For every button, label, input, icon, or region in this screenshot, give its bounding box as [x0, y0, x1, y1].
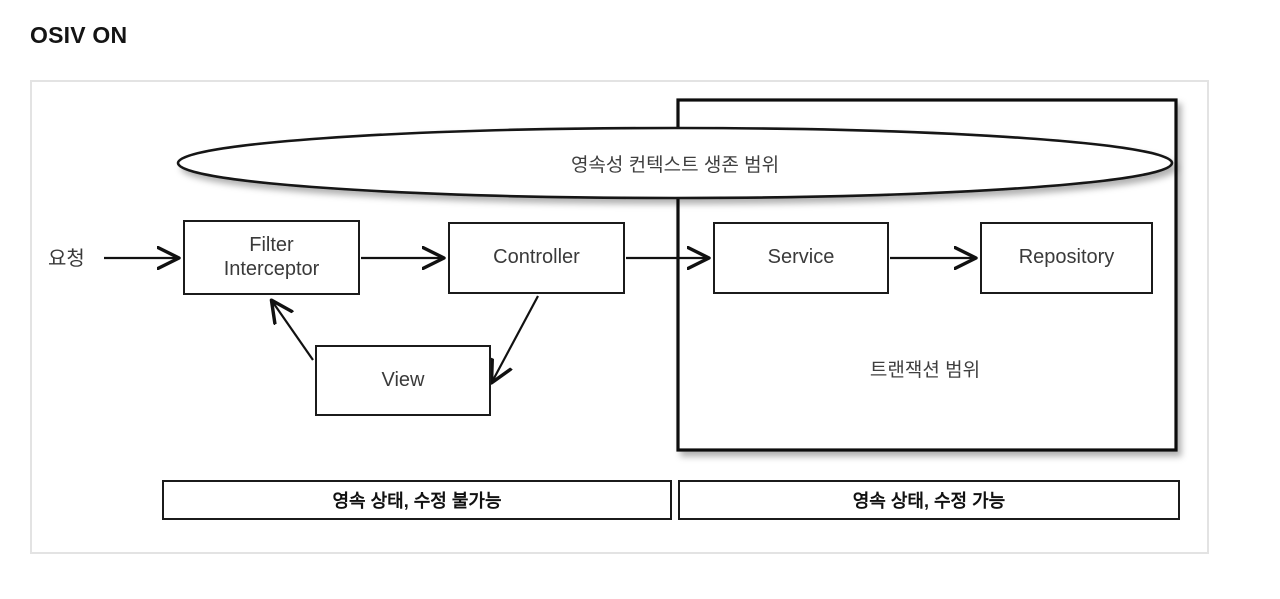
transaction-scope-label: 트랜잭션 범위 [869, 360, 981, 381]
status-bar-persistent-readonly: 영속 상태, 수정 불가능 [162, 480, 672, 520]
node-controller: Controller [448, 222, 625, 294]
persistence-context-scope-label: 영속성 컨텍스트 생존 범위 [570, 155, 780, 176]
node-view: View [315, 345, 491, 416]
status-bar-persistent-writable: 영속 상태, 수정 가능 [678, 480, 1180, 520]
node-service: Service [713, 222, 889, 294]
request-label: 요청 [48, 248, 85, 270]
node-filter-interceptor: Filter Interceptor [183, 220, 360, 295]
page-title: OSIV ON [30, 22, 128, 48]
node-repository: Repository [980, 222, 1153, 294]
